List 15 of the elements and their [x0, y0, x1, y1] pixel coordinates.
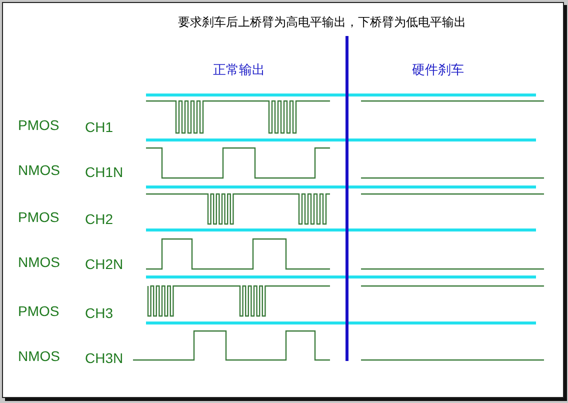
- transistor-label: NMOS: [18, 163, 60, 177]
- transistor-label: PMOS: [18, 304, 60, 318]
- channel-label: CH2N: [85, 257, 124, 271]
- channel-label: CH1: [85, 120, 114, 134]
- transistor-label: PMOS: [18, 118, 60, 132]
- section-label: 正常输出: [213, 63, 265, 76]
- channel-label: CH3: [85, 306, 114, 320]
- transistor-label: NMOS: [18, 255, 60, 269]
- channel-label: CH1N: [85, 165, 124, 179]
- title: 要求刹车后上桥臂为高电平输出，下桥臂为低电平输出: [178, 16, 466, 28]
- channel-label: CH2: [85, 212, 114, 226]
- section-label: 硬件刹车: [412, 63, 464, 76]
- transistor-label: PMOS: [18, 210, 60, 224]
- transistor-label: NMOS: [18, 349, 60, 363]
- channel-label: CH3N: [85, 351, 124, 365]
